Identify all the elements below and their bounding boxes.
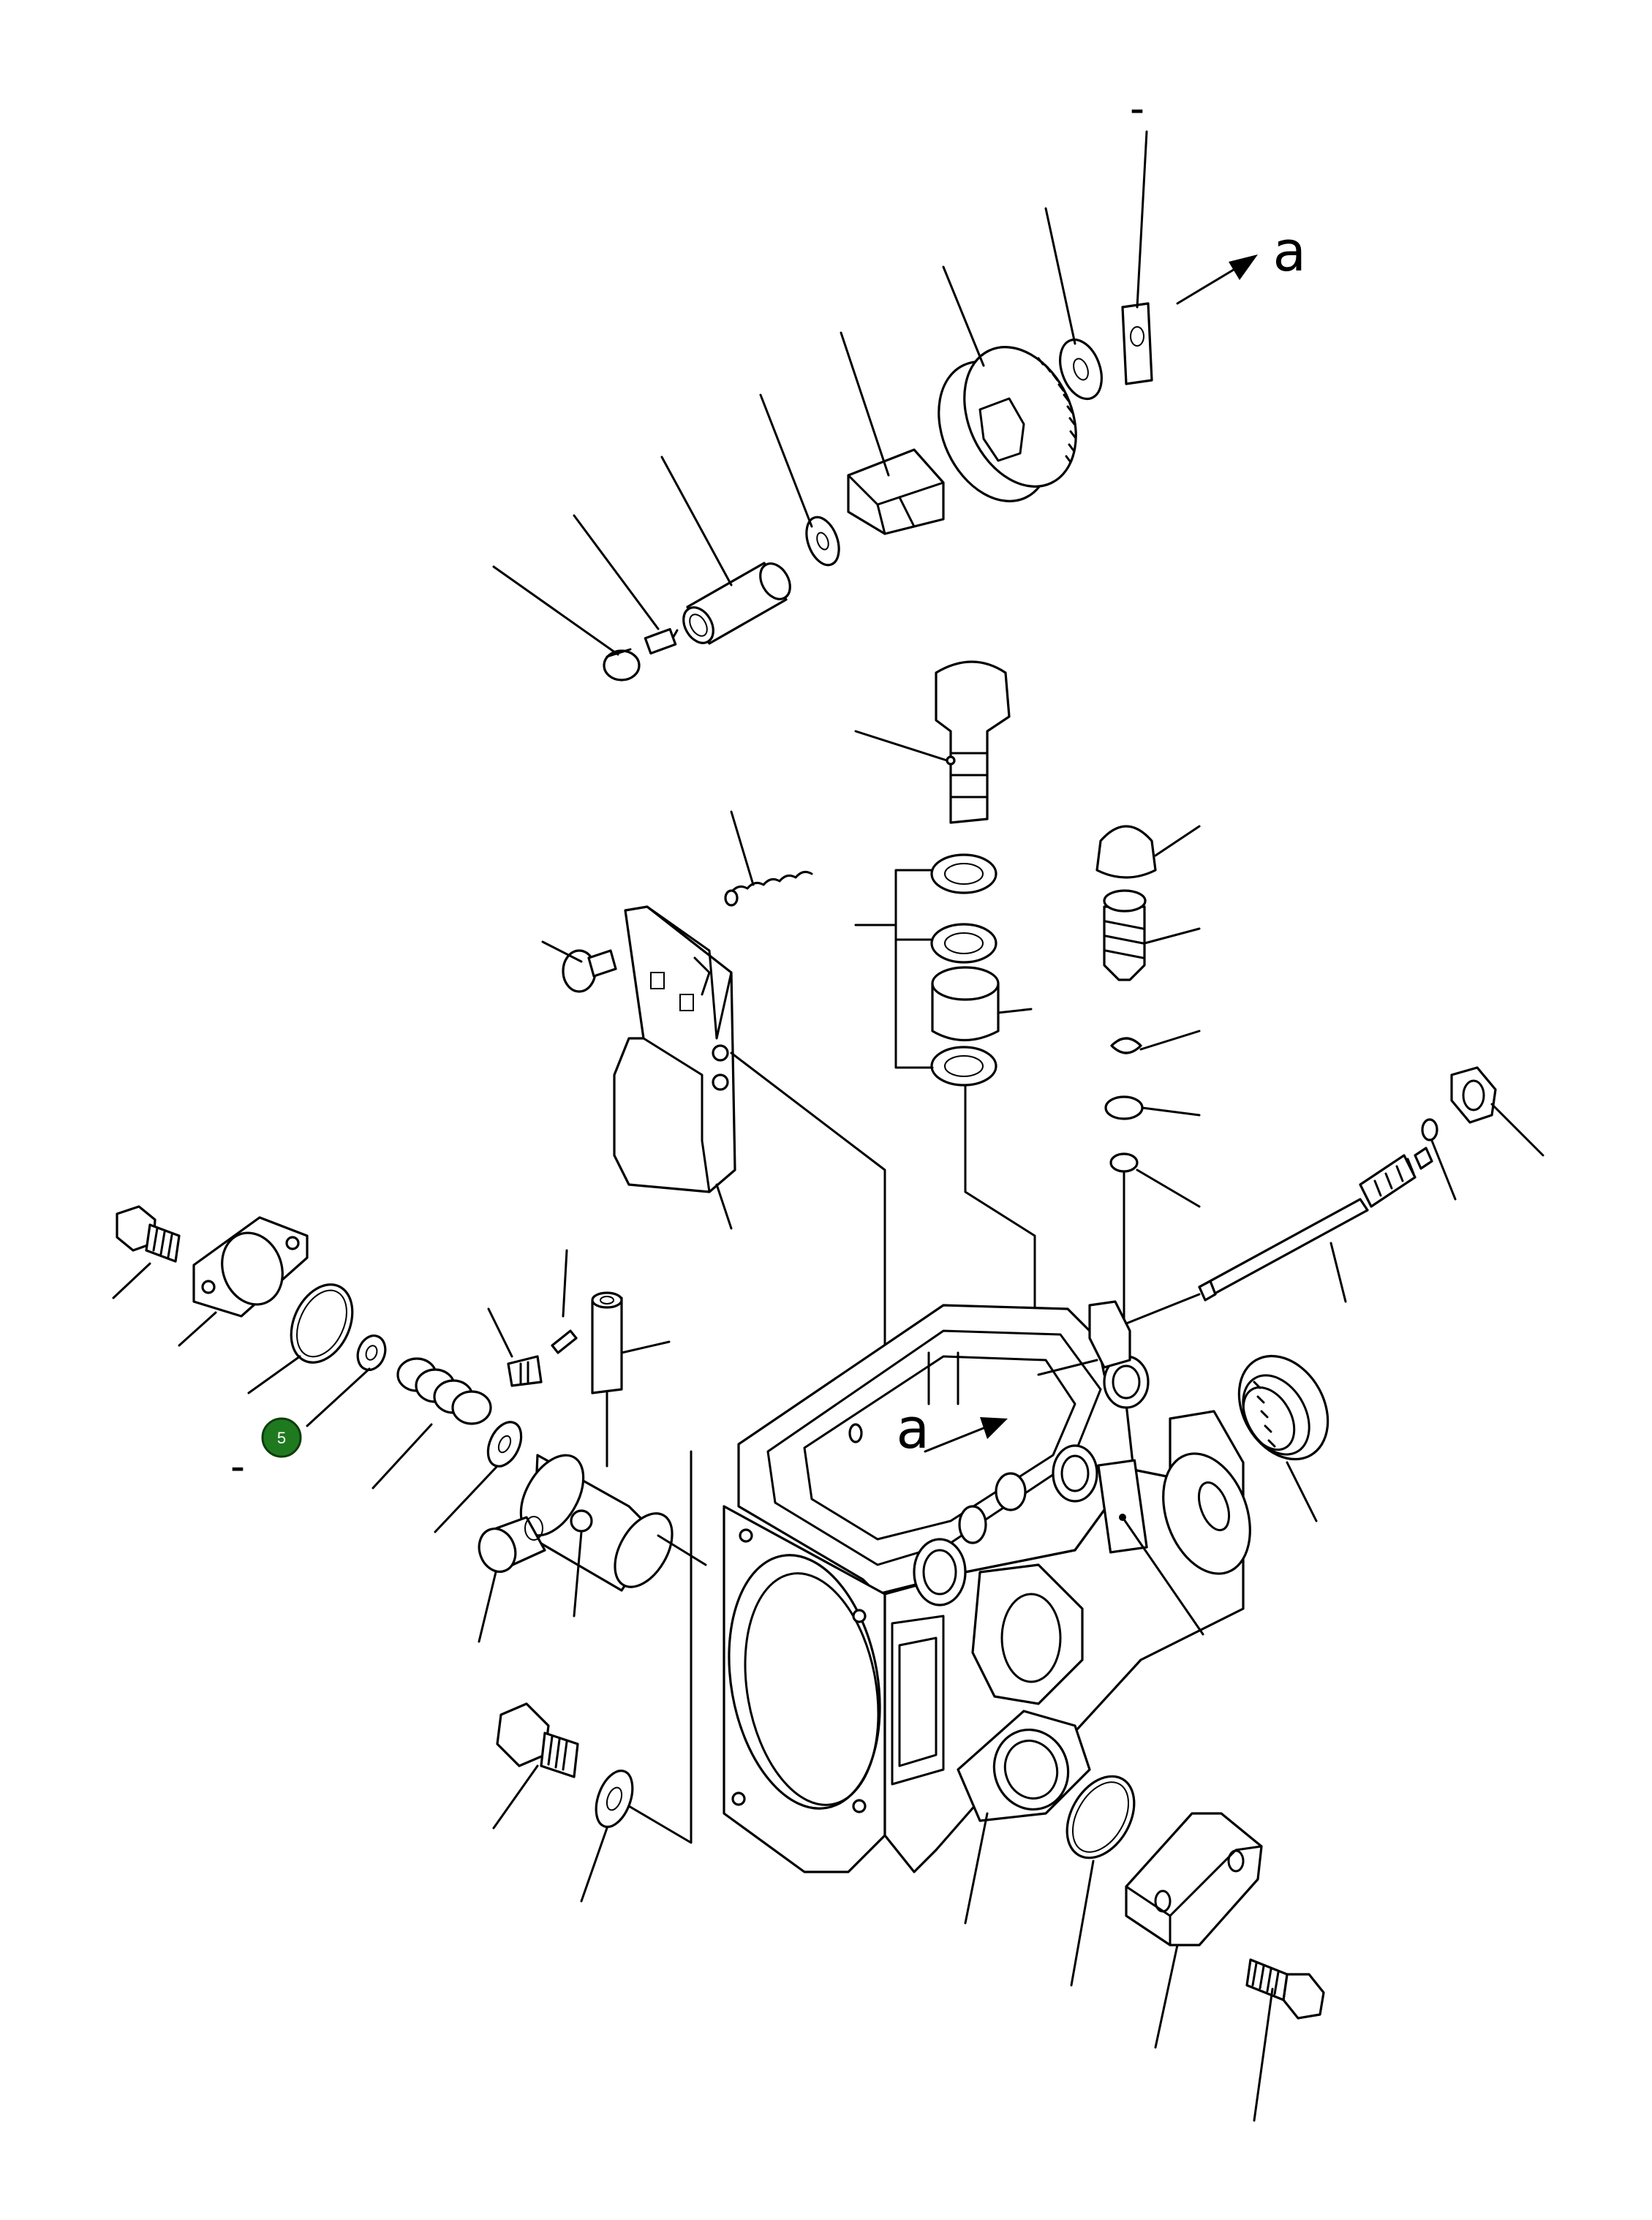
delivery-valve-assembly — [854, 660, 1036, 1318]
view-arrow-label-top: a — [1272, 219, 1306, 284]
bearing-part — [1237, 1354, 1329, 1461]
small-washer-left — [356, 1334, 387, 1371]
reference-dash-top: - — [1130, 83, 1144, 132]
washer-part — [805, 516, 840, 567]
lock-plate-part — [1121, 302, 1153, 385]
thrust-washer-part — [1059, 338, 1103, 401]
cap-nut-part — [1450, 1066, 1497, 1124]
top-gear-assembly — [492, 130, 1258, 682]
bottom-right-parts — [1065, 1775, 1325, 2122]
rounded-pin-part — [478, 1516, 546, 1573]
governor-lever-assembly — [541, 810, 886, 1442]
pump-housing-body — [723, 1300, 1251, 1925]
left-side-parts — [112, 1205, 707, 1844]
plunger-spring-part — [396, 1357, 492, 1425]
reference-dash-left: - — [230, 1441, 245, 1490]
valve-sleeve-part — [931, 966, 1000, 1042]
gasket-flange-part — [192, 1216, 309, 1318]
right-flange — [1162, 1410, 1251, 1575]
drive-rod-part — [1198, 1147, 1433, 1302]
washer-left-2 — [486, 1421, 523, 1468]
right-shaft-assembly — [1125, 1066, 1544, 1522]
clip-part — [507, 1355, 543, 1387]
coupling-block-part — [847, 448, 945, 535]
gear-part — [938, 346, 1077, 502]
cap-part — [603, 648, 641, 682]
view-arrow-label-body: a — [896, 1396, 929, 1461]
o-ring-bottom — [1065, 1775, 1136, 1860]
pin-part — [551, 1329, 578, 1354]
callout-marker-5[interactable]: 5 — [261, 1417, 302, 1458]
lower-left-fasteners — [492, 1702, 634, 1903]
right-valve-stack — [1095, 825, 1201, 1369]
top-ports — [848, 1300, 1150, 1607]
pivot-bolt-part — [562, 949, 617, 993]
cover-plate-part — [1125, 1812, 1263, 1947]
o-ring-left — [290, 1283, 354, 1364]
plunger-guide-part — [591, 1291, 623, 1468]
shaft-part — [682, 562, 791, 645]
washer-lower-left — [595, 1770, 634, 1828]
hex-bolt-upper-left — [116, 1205, 181, 1263]
valve-holder-part — [935, 660, 1011, 824]
small-spring-part — [644, 627, 679, 655]
hex-bolt-lower-left — [496, 1702, 579, 1778]
spring-part — [724, 870, 813, 907]
bushing-sleeve-part — [519, 1454, 674, 1592]
hex-bolt-bottom-right — [1245, 1958, 1325, 2020]
